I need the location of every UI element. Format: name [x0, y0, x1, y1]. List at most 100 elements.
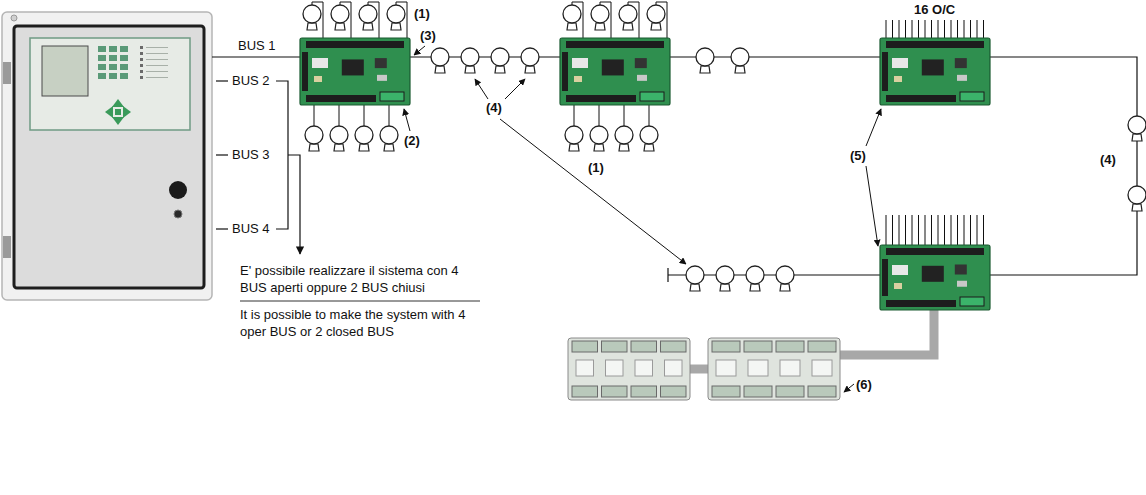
- sensor-base: [623, 23, 633, 30]
- terminal-block: [572, 386, 598, 397]
- sensor-symbol: [696, 48, 714, 73]
- indicator-led: [140, 64, 143, 67]
- sensor-base: [720, 284, 730, 291]
- output-wire: [899, 20, 900, 38]
- sensor-wire: [624, 105, 625, 126]
- board-terminal: [960, 92, 984, 101]
- sensor-head: [565, 126, 583, 144]
- panel-face: [30, 38, 190, 130]
- board-pcb: [560, 38, 670, 105]
- output-wire: [964, 215, 965, 245]
- relay-part: [716, 360, 736, 376]
- indicator-led: [140, 52, 143, 55]
- terminal-block: [808, 341, 836, 352]
- board-label: [572, 58, 588, 68]
- sensor-head: [491, 48, 509, 66]
- bus-dash: [216, 228, 228, 229]
- relay-part: [748, 360, 768, 376]
- leader-arrow: [505, 79, 525, 99]
- output-wire: [957, 215, 958, 245]
- sensor-base: [435, 66, 445, 73]
- sensor-head: [686, 266, 704, 284]
- relay-part: [665, 360, 683, 376]
- sensor-symbol: [305, 126, 323, 151]
- board-connector: [566, 41, 664, 48]
- keypad-key: [120, 64, 128, 70]
- bus-label: BUS 4: [232, 221, 270, 237]
- sensor-base: [619, 144, 629, 151]
- sensor-head: [563, 5, 581, 23]
- board-connector: [882, 52, 888, 91]
- sensor-base: [465, 66, 475, 73]
- output-wire: [957, 20, 958, 38]
- terminal-block: [661, 341, 687, 352]
- sensor-head: [305, 126, 323, 144]
- board-chip: [922, 266, 944, 282]
- sensor-symbol: [590, 126, 608, 151]
- sensor-wire: [649, 105, 650, 126]
- nav-arrow: [112, 99, 124, 107]
- sensor-symbol: [380, 126, 398, 151]
- sensor-symbol: [331, 5, 349, 30]
- sensor-base: [651, 23, 661, 30]
- sensor-symbol: [521, 48, 539, 73]
- sensor-base: [363, 23, 373, 30]
- terminal-block: [572, 341, 598, 352]
- controller-board: [880, 38, 990, 105]
- keypad-key: [109, 46, 117, 52]
- board-pcb: [880, 245, 990, 310]
- sensor-head: [380, 126, 398, 144]
- sensor-symbol: [330, 126, 348, 151]
- sensor-symbol: [355, 126, 373, 151]
- sensor-head: [303, 5, 321, 23]
- leader-arrow: [475, 79, 488, 99]
- keypad-key: [120, 46, 128, 52]
- sensor-symbol: [619, 5, 637, 30]
- indicator-mark: [146, 53, 168, 54]
- panel-housing: [2, 12, 212, 300]
- panel-door: [14, 26, 204, 288]
- sensor-symbol: [387, 5, 405, 30]
- keypad-key: [98, 64, 106, 70]
- keypad-key: [98, 55, 106, 61]
- nav-arrow: [112, 117, 124, 125]
- output-wire: [938, 20, 939, 38]
- sensor-base: [495, 66, 505, 73]
- terminal-block: [602, 386, 628, 397]
- sensor-symbol: [1128, 116, 1146, 141]
- sensor-head: [647, 5, 665, 23]
- sensor-wire: [364, 105, 365, 126]
- output-wire: [977, 215, 978, 245]
- controller-board: [300, 38, 410, 105]
- sensor-head: [331, 5, 349, 23]
- keypad-key: [98, 46, 106, 52]
- terminal-block: [744, 341, 772, 352]
- output-count-label: 16 O/C: [914, 2, 955, 18]
- indicator-mark: [146, 47, 168, 48]
- relay-module: [568, 338, 690, 400]
- sensor-wire: [599, 105, 600, 126]
- sensor-symbol: [491, 48, 509, 73]
- sensor-symbol: [686, 266, 704, 291]
- board-connector: [886, 95, 956, 102]
- keypad-key: [120, 73, 128, 79]
- sensor-base: [1132, 134, 1142, 141]
- sensor-head: [731, 48, 749, 66]
- sensor-symbol: [615, 126, 633, 151]
- board-component: [894, 283, 902, 289]
- callout-number: (1): [588, 160, 604, 176]
- callout-number: (3): [420, 28, 436, 44]
- board-chip: [342, 59, 364, 75]
- sensor-wire: [339, 105, 340, 126]
- board-terminal: [640, 92, 664, 101]
- board-connector: [886, 300, 956, 307]
- terminal-block: [712, 341, 740, 352]
- output-wire: [925, 20, 926, 38]
- output-wire: [944, 20, 945, 38]
- sensors: [303, 2, 1146, 291]
- sensor-head: [619, 5, 637, 23]
- sensor-base: [334, 144, 344, 151]
- board-chip: [955, 265, 967, 275]
- sensor-head: [521, 48, 539, 66]
- board-component: [957, 281, 967, 287]
